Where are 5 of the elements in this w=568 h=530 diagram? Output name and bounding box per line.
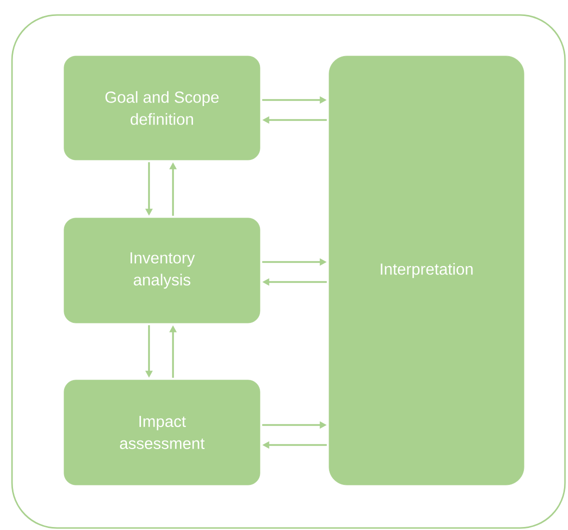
outer-frame [11, 14, 566, 529]
process-box: Inventory analysis [64, 218, 260, 324]
process-box: Impact assessment [64, 380, 260, 486]
interpretation-box: Interpretation [328, 56, 524, 486]
process-box: Goal and Scope definition [64, 56, 260, 160]
